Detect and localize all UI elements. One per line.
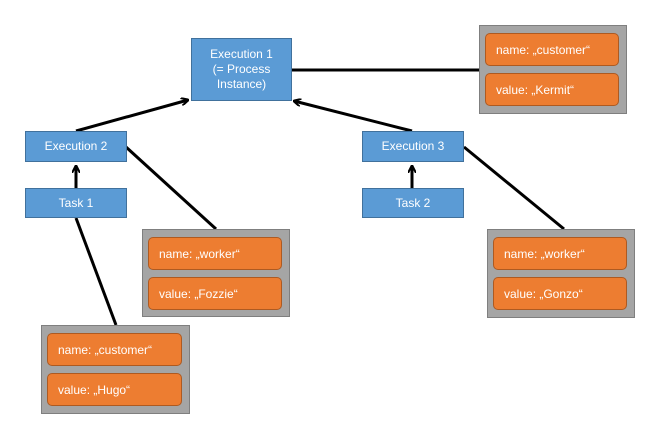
link-task1-customer-hugo	[74, 217, 118, 326]
link-execution3-worker-gonzo	[463, 145, 565, 231]
variable-value: value: „Kermit“	[485, 73, 619, 106]
variable-value: value: „Fozzie“	[148, 277, 282, 310]
variable-value: value: „Gonzo“	[493, 277, 627, 310]
variable-name: name: „customer“	[47, 333, 182, 366]
variable-group-worker-gonzo: name: „worker“ value: „Gonzo“	[487, 229, 635, 318]
execution-2-node: Execution 2	[25, 131, 127, 162]
task-2-node: Task 2	[362, 188, 464, 218]
variable-name: name: „worker“	[493, 237, 627, 270]
arrow-execution2-to-execution1	[75, 100, 188, 133]
variable-name: name: „customer“	[485, 33, 619, 66]
variable-name: name: „worker“	[148, 237, 282, 270]
link-execution2-worker-fozzie	[124, 145, 218, 231]
variable-group-customer-kermit: name: „customer“ value: „Kermit“	[479, 25, 627, 114]
variable-group-customer-hugo: name: „customer“ value: „Hugo“	[41, 325, 190, 414]
variable-group-worker-fozzie: name: „worker“ value: „Fozzie“	[142, 229, 290, 317]
arrow-execution3-to-execution1	[294, 101, 413, 133]
execution-3-node: Execution 3	[362, 131, 464, 162]
execution-1-node: Execution 1 (= Process Instance)	[191, 38, 292, 101]
task-1-node: Task 1	[25, 188, 127, 218]
variable-value: value: „Hugo“	[47, 373, 182, 406]
